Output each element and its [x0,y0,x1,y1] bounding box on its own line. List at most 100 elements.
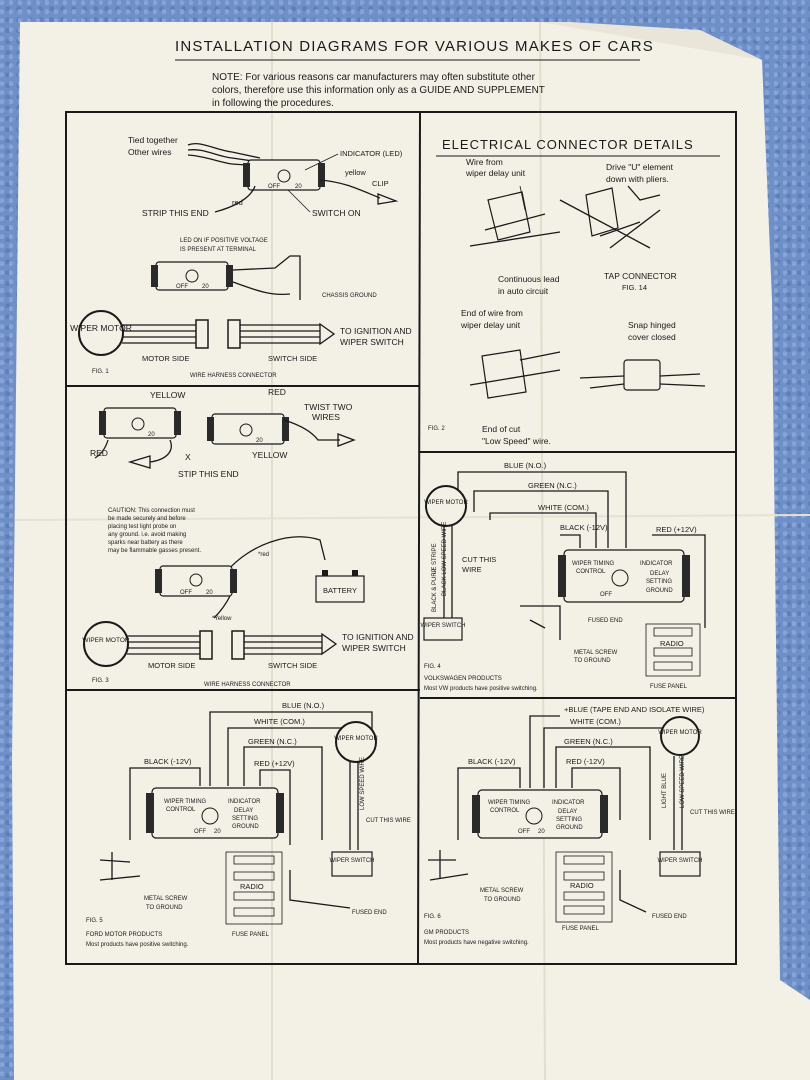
fig1-chassis-label: CHASSIS GROUND [322,293,377,299]
fig6-cut: CUT THIS WIRE [690,810,735,816]
fig4-cut-2: WIRE [462,565,482,574]
connector-end-cut-2: "Low Speed" wire. [482,436,551,446]
svg-text:OFF: OFF [600,592,612,598]
svg-text:RADIO: RADIO [660,639,684,648]
fig1-led-line-1: LED ON IF POSITIVE VOLTAGE [180,238,268,244]
fig1-switch-side: SWITCH SIDE [268,354,317,363]
fig6-white: WHITE (COM.) [570,717,621,726]
svg-text:20: 20 [214,829,221,835]
fig1-indicator-label: INDICATOR (LED) [340,149,403,158]
fig6-fuse-panel: RADIO [555,851,613,923]
svg-text:20: 20 [202,284,209,290]
fig4-label: FIG. 4 [424,664,441,670]
fig1-delay-unit: OFF 20 [243,159,325,191]
svg-text:be made securely and before: be made securely and before [108,516,186,522]
fig5-black: BLACK (-12V) [144,757,192,766]
fig5-low-speed: LOW SPEED WIRE [360,757,366,810]
fig3-twist-2: WIRES [312,412,340,422]
connector-end-of-wire-2: wiper delay unit [460,320,521,330]
svg-text:WIPER TIMING: WIPER TIMING [164,799,207,805]
fig1-tied-line-1: Tied together [128,135,178,145]
connector-drive-1: Drive "U" element [606,162,674,172]
fig6-blue: +BLUE (TAPE END AND ISOLATE WIRE) [564,705,705,714]
svg-text:GROUND: GROUND [232,824,259,830]
fig6-label: FIG. 6 [424,914,441,920]
fig6-low-speed: LOW SPEED WIRE [680,755,686,808]
connector-details-panel: ELECTRICAL CONNECTOR DETAILS Wire from w… [428,137,720,446]
svg-text:OFF: OFF [268,184,280,190]
connector-wire-from-2: wiper delay unit [465,168,526,178]
fig6-black: BLACK (-12V) [468,757,516,766]
svg-text:WIPER TIMING: WIPER TIMING [572,561,615,567]
fig4-metal-1: METAL SCREW [574,650,618,656]
fig3-to-ignition: TO IGNITION AND [342,632,414,642]
fig1-clip-label: CLIP [372,179,389,188]
fig3-x-mark: X [185,452,191,462]
fig4-wiper-switch: WIPER SWITCH [421,617,466,641]
fig4-black-low: BLACK LOW SPEED WIRE [442,522,448,596]
fig4-switching: Most VW products have positive switching… [424,686,538,692]
fig6-metal-1: METAL SCREW [480,888,524,894]
fig-5-panel: BLUE (N.O.) WHITE (COM.) GREEN (N.C.) BL… [86,701,411,948]
svg-text:DELAY: DELAY [234,808,253,814]
svg-text:RADIO: RADIO [240,882,264,891]
fig3-red-label: RED [90,448,108,458]
fig1-red-label: red [232,198,243,207]
svg-text:OFF: OFF [518,829,530,835]
connector-wire-from-1: Wire from [466,157,503,167]
fig5-fuse-panel: RADIO [225,851,283,925]
fig5-red: RED (+12V) [254,759,295,768]
fig5-delay-unit: WIPER TIMING CONTROL INDICATOR DELAY SET… [146,787,284,839]
fig4-wiper-motor: WIPER MOTOR [424,485,468,527]
svg-text:RADIO: RADIO [570,881,594,890]
fig4-black: BLACK (-12V) [560,523,608,532]
fig14-label: FIG. 14 [622,283,647,292]
fig1-switch-on-label: SWITCH ON [312,208,361,218]
fig3-twist-1: TWIST TWO [304,402,353,412]
svg-text:20: 20 [538,829,545,835]
svg-text:OFF: OFF [194,829,206,835]
fig5-switching: Most products have positive switching. [86,942,189,948]
svg-text:may be flammable gasses presen: may be flammable gasses present. [108,548,201,554]
note-line-2: colors, therefore use this information o… [212,85,545,96]
fig5-wiper-switch: WIPER SWITCH [330,851,375,877]
fig6-switching: Most products have negative switching. [424,940,529,946]
svg-text:WIPER SWITCH: WIPER SWITCH [421,623,466,629]
svg-text:20: 20 [148,432,155,438]
fig6-light-blue: LIGHT BLUE [662,773,668,808]
connector-drive-2: down with pliers. [606,174,669,184]
fig4-fuse-panel-label: FUSE PANEL [650,684,688,690]
fig1-to-ignition: TO IGNITION AND [340,326,412,336]
connector-continuous-2: in auto circuit [498,286,549,296]
fig6-delay-unit: WIPER TIMING CONTROL INDICATOR DELAY SET… [472,789,608,839]
svg-text:any ground. i.e. avoid making: any ground. i.e. avoid making [108,532,186,538]
svg-text:CAUTION: This connection must: CAUTION: This connection must [108,508,195,514]
fig3-motor-side: MOTOR SIDE [148,661,195,670]
svg-text:WIPER MOTOR: WIPER MOTOR [424,500,468,506]
tap-connector-label: TAP CONNECTOR [604,271,677,281]
tap-connector-closed [579,359,706,391]
fig6-wiper-switch: WIPER SWITCH [658,851,703,877]
fig3-switch-side: SWITCH SIDE [268,661,317,670]
fig1-harness: WIRE HARNESS CONNECTOR [190,373,277,379]
svg-text:GROUND: GROUND [556,825,583,831]
fig5-green: GREEN (N.C.) [248,737,297,746]
note-line-3: in following the procedures. [212,98,334,109]
fig5-fused: FUSED END [352,910,387,916]
fig3-caution-text: CAUTION: This connection must be made se… [108,508,201,554]
fig3-wiper-motor: WIPER MOTOR [82,621,130,667]
fig3-red-top-label: RED [268,387,286,397]
fig6-red: RED (-12V) [566,757,605,766]
svg-text:WIPER TIMING: WIPER TIMING [488,800,531,806]
fig3-unit-left: 20 [99,407,181,439]
svg-text:OFF: OFF [176,284,188,290]
fig6-fuse-panel-label: FUSE PANEL [562,926,600,932]
fig5-metal-1: METAL SCREW [144,896,188,902]
svg-text:INDICATOR: INDICATOR [552,800,585,806]
fig5-blue: BLUE (N.O.) [282,701,325,710]
fig1-strip-label: STRIP THIS END [142,208,209,218]
svg-text:WIPER MOTOR: WIPER MOTOR [658,730,702,736]
svg-text:SETTING: SETTING [556,817,582,823]
fig5-make: FORD MOTOR PRODUCTS [86,932,162,938]
